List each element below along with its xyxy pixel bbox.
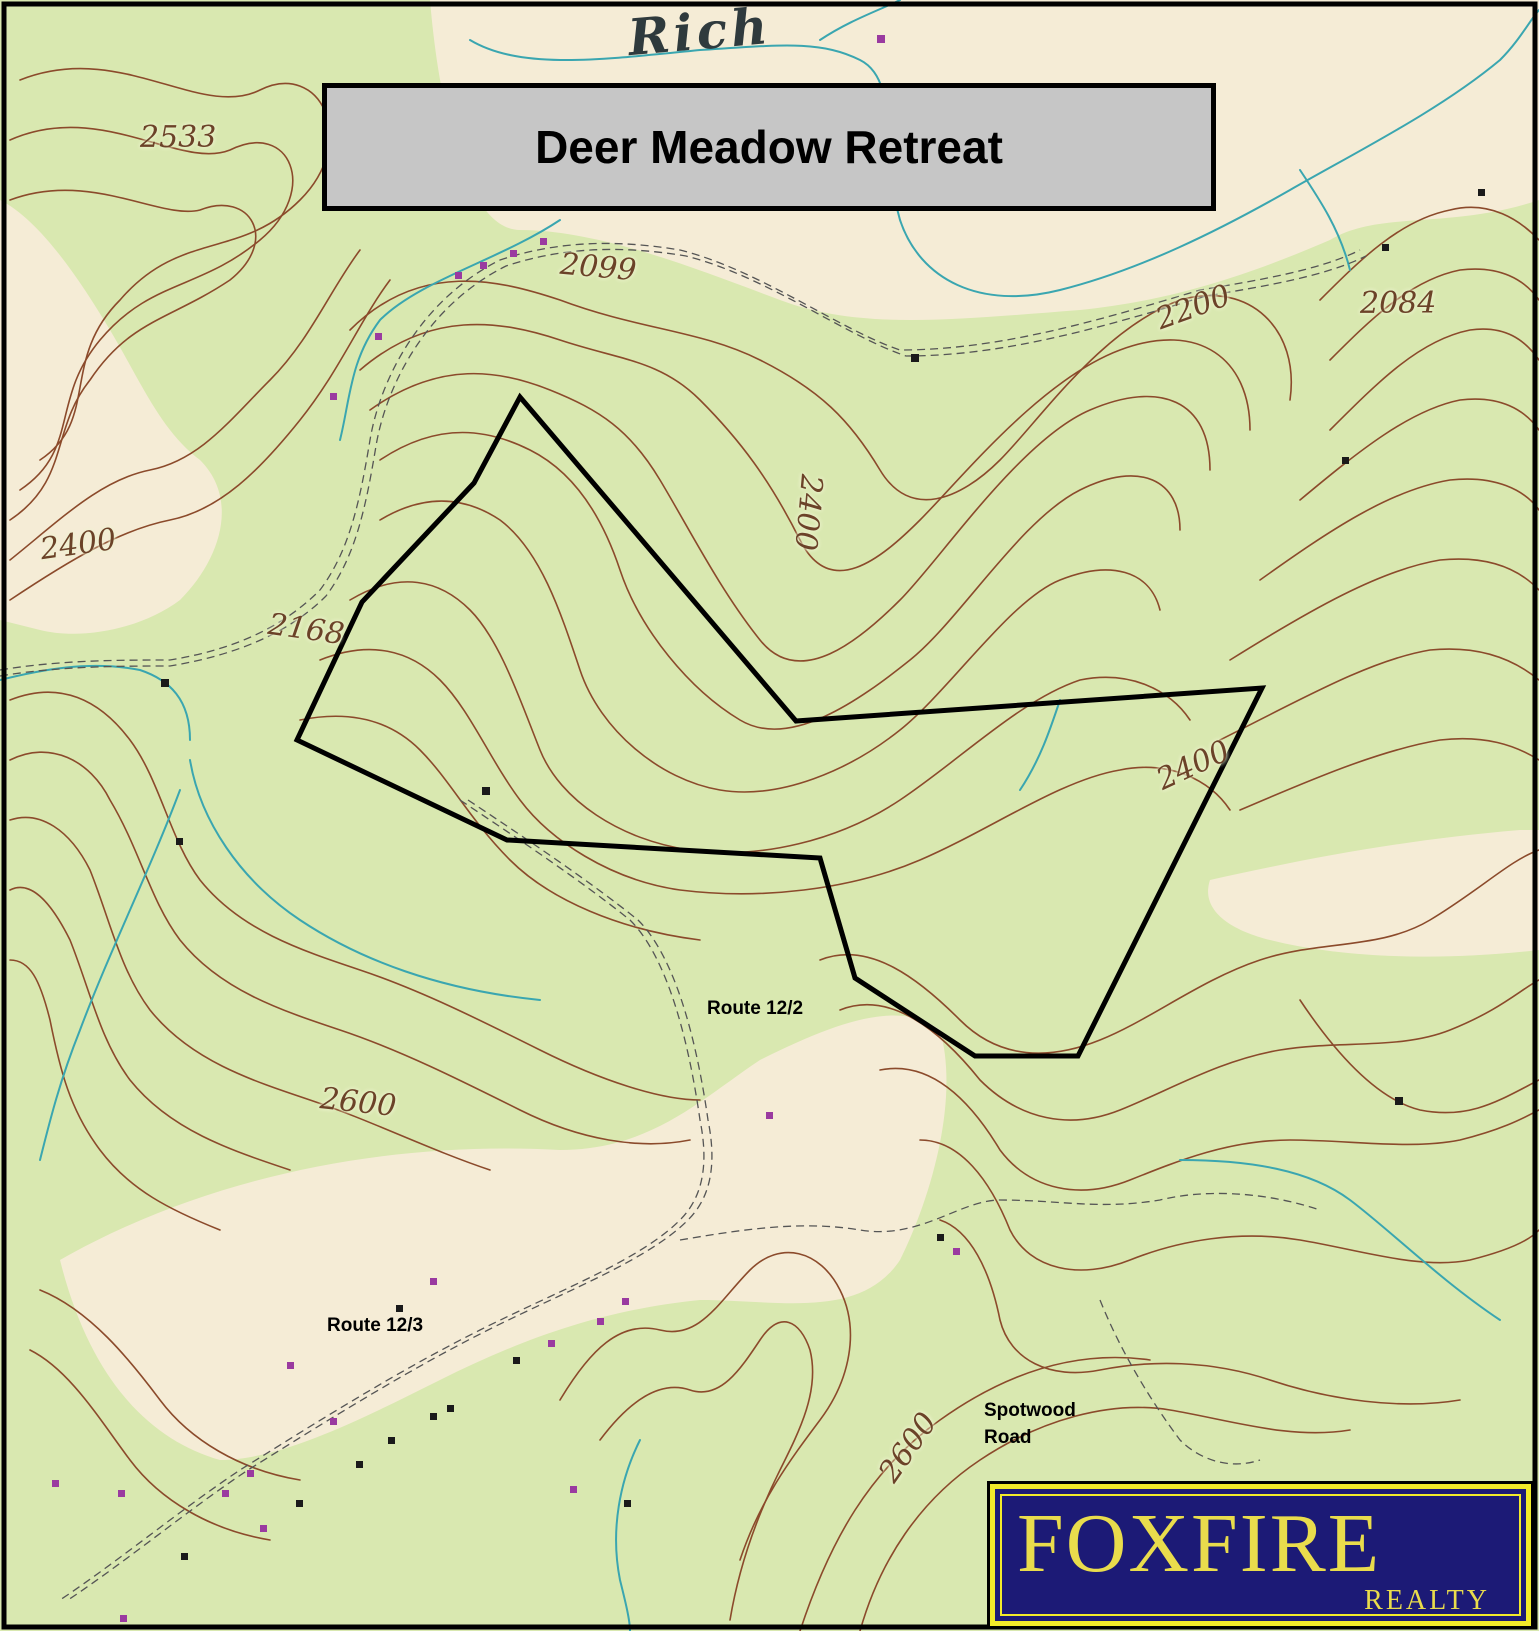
elevation-label: 2533	[140, 120, 217, 155]
survey-marks	[52, 35, 960, 1622]
route-12-2-label: Route 12/2	[707, 998, 804, 1019]
logo-foxfire-text: FOXFIRE	[1017, 1497, 1382, 1590]
open-land-west	[0, 200, 222, 634]
logo-inner-border	[1000, 1494, 1521, 1616]
elevation-label: 2400	[787, 472, 829, 553]
foxfire-realty-logo: FOXFIRE REALTY	[987, 1481, 1534, 1629]
elevation-label: 2084	[1360, 286, 1437, 321]
property-boundary	[293, 392, 1267, 1059]
logo-realty-text: REALTY	[1364, 1585, 1490, 1616]
open-land-south	[60, 1015, 947, 1460]
buildings	[161, 189, 1485, 1560]
open-land-southwest	[190, 1207, 372, 1303]
title-box: Deer Meadow Retreat	[322, 83, 1216, 211]
contour-lines	[9, 67, 1539, 1631]
map-title: Deer Meadow Retreat	[535, 121, 1003, 173]
open-land-east	[1208, 830, 1539, 957]
elevation-label: 2099	[558, 246, 638, 289]
spotwood-road-label-line1: Spotwood	[984, 1400, 1076, 1421]
spotwood-road-label-line2: Road	[984, 1427, 1032, 1448]
route-12-3-label: Route 12/3	[327, 1315, 424, 1336]
